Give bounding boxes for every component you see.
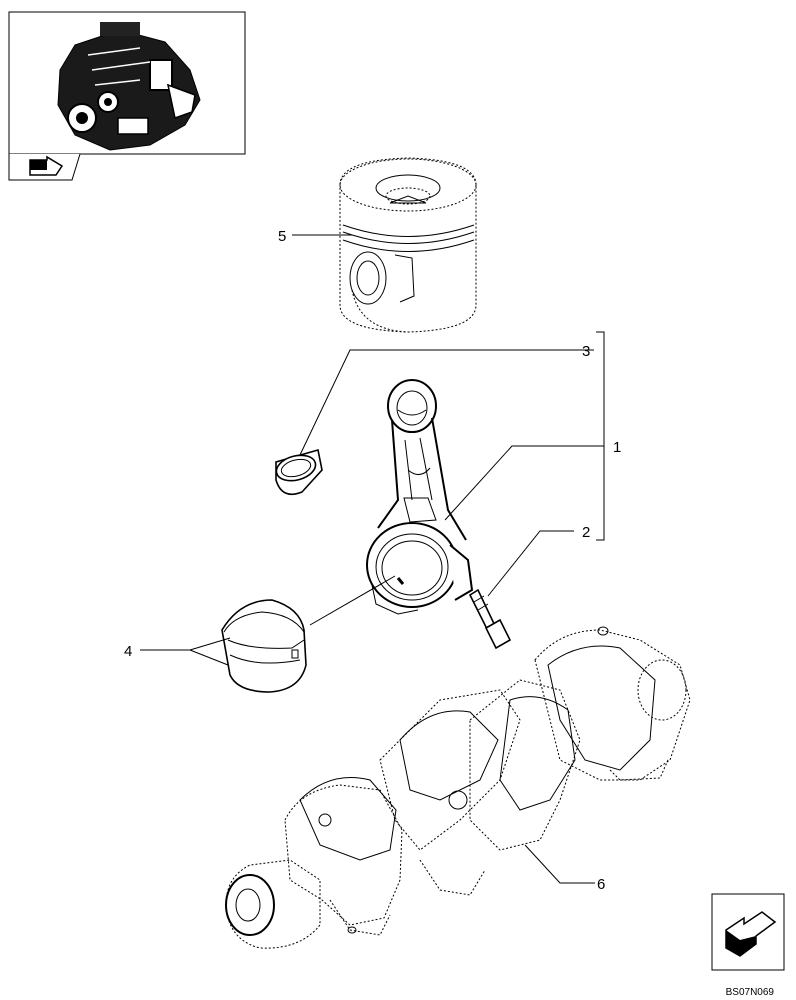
piston — [339, 157, 477, 333]
callout-6: 6 — [597, 876, 605, 893]
small-end-bushing — [275, 448, 323, 496]
big-end-bearing-shells — [221, 599, 307, 693]
callout-1: 1 — [613, 439, 621, 456]
callout-4: 4 — [124, 643, 132, 660]
drawing-code: BS07N069 — [725, 987, 774, 998]
connecting-rod — [366, 379, 474, 615]
group-bracket — [596, 331, 605, 541]
callout-3: 3 — [582, 343, 590, 360]
crankshaft — [225, 626, 691, 949]
connecting-rod-bolt — [468, 588, 512, 650]
engine-thumbnail-icon[interactable] — [8, 11, 246, 155]
callout-5: 5 — [278, 228, 286, 245]
leader-lines — [140, 234, 604, 884]
back-arrow-icon[interactable] — [8, 153, 81, 181]
previous-page-arrow-icon[interactable] — [711, 893, 785, 971]
callout-2: 2 — [582, 524, 590, 541]
